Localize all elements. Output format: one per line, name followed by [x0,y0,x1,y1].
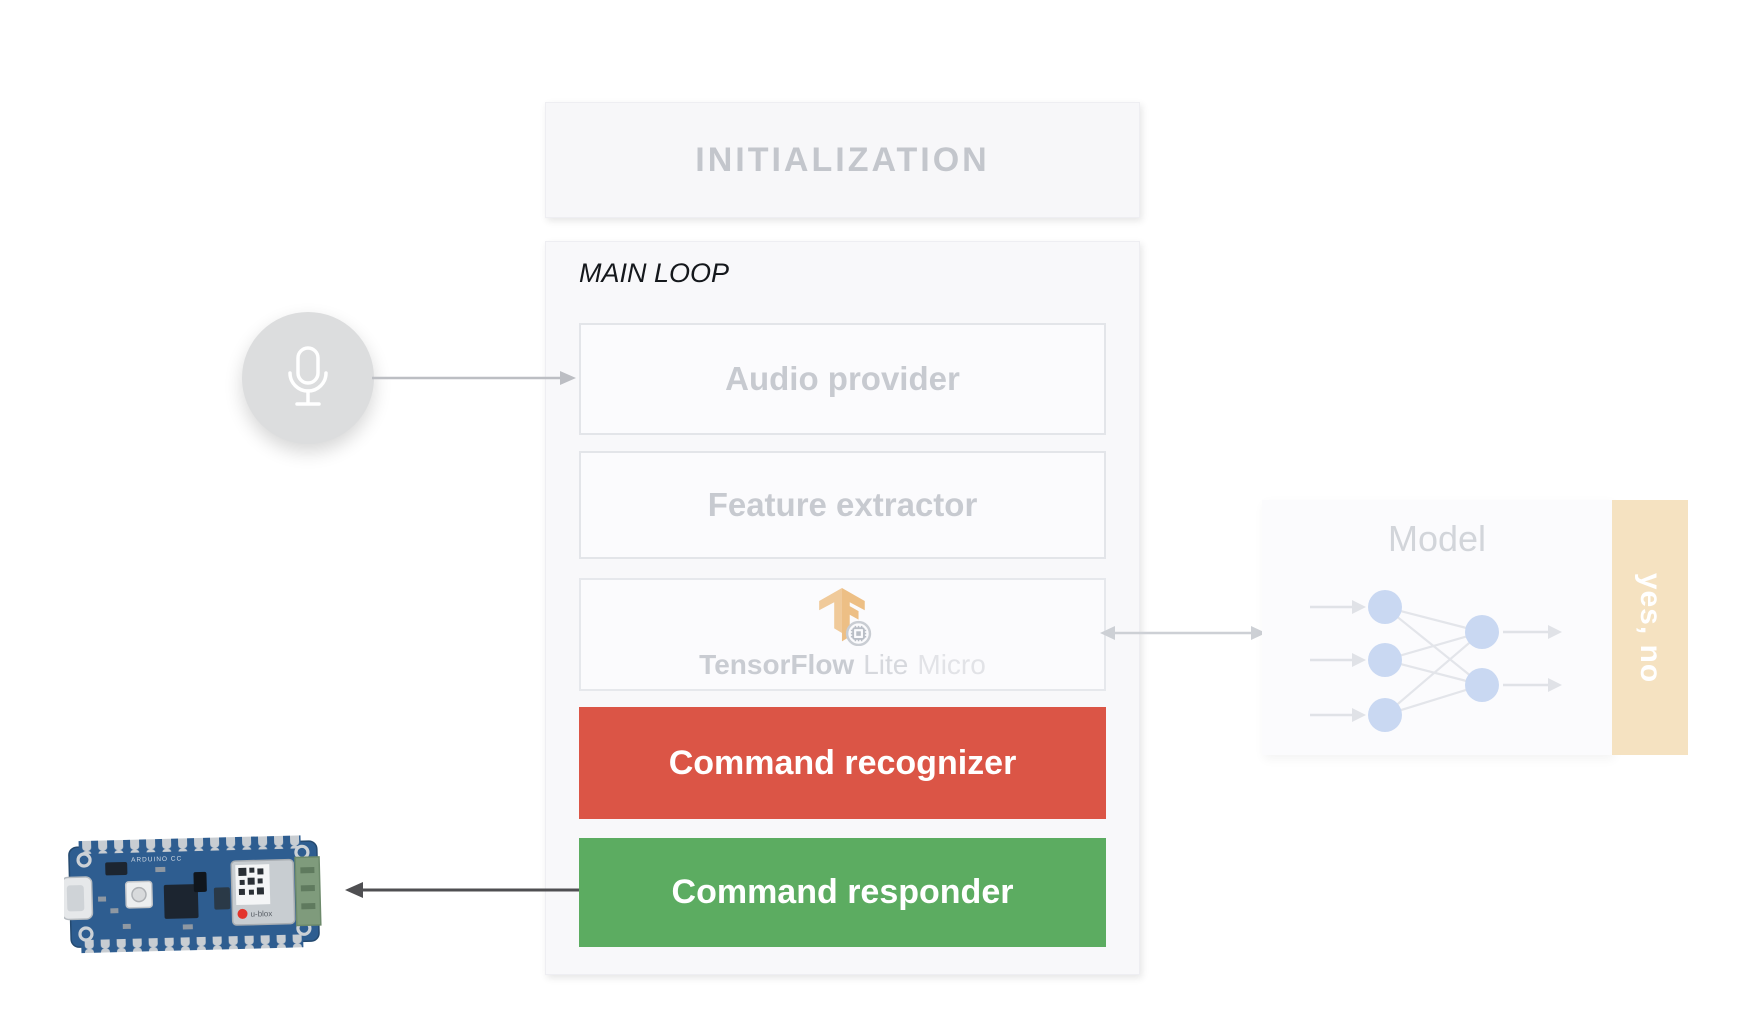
command-responder-label: Command responder [671,873,1014,911]
feature-extractor-label: Feature extractor [707,486,978,523]
model-title: Model [1387,518,1487,559]
command-recognizer-label: Command recognizer [668,743,1017,782]
stage-command-recognizer: Command recognizer [579,707,1106,819]
model-box: Model [1262,500,1612,755]
arduino-silkscreen-label: ARDUINO CC [131,855,182,863]
output-classes-strip: yes, no [1612,500,1688,755]
ublox-label: u-blox [250,909,272,919]
tensorflow-model-double-arrow [1100,626,1266,640]
stage-tensorflow-lite-micro: TensorFlow Lite Micro [579,578,1106,691]
audio-provider-label: Audio provider [725,360,960,397]
stage-feature-extractor: Feature extractor [579,451,1106,559]
stage-audio-provider: Audio provider [579,323,1106,435]
tensorflow-lite-micro-label: TensorFlow Lite Micro [699,649,986,680]
output-classes-label: yes, no [1634,572,1667,683]
initialization-box: INITIALIZATION [545,102,1140,218]
stage-command-responder: Command responder [579,838,1106,947]
neural-network-graphic [1310,590,1562,732]
microphone-badge [242,312,374,444]
arduino-board-image: u-blox ARDUINO CC [64,835,322,954]
chip-icon [845,620,871,646]
main-loop-label: MAIN LOOP [579,258,730,288]
main-loop-box: MAIN LOOP Audio provider Feature extract… [545,241,1140,975]
microphone-icon [288,346,328,406]
responder-to-board-arrow [345,882,579,898]
mic-to-audio-arrow [372,371,576,385]
initialization-label: INITIALIZATION [695,140,990,179]
tensorflow-logo-icon [818,588,871,646]
